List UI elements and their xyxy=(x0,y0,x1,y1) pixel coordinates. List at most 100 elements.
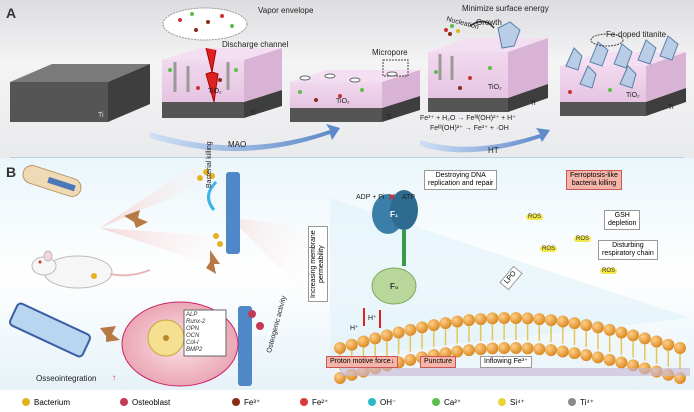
legend-swatch xyxy=(120,398,128,406)
rod-top xyxy=(226,172,240,254)
lipid-head-top xyxy=(509,312,522,325)
ht-arrow xyxy=(420,128,550,153)
lipid-head-top xyxy=(462,314,475,327)
label-micropore: Micropore xyxy=(372,48,408,57)
label-bacterial-killing: Bacterial killing xyxy=(206,141,213,188)
lipid-head-bottom xyxy=(498,342,511,355)
label-fe-doped-titanite: Fe-doped titanite xyxy=(606,30,667,39)
marker-list: ALP Runx-2 OPN OCN Col-I BMP2 xyxy=(186,312,205,354)
lipid-head-bottom xyxy=(591,351,604,364)
lipid-head-top xyxy=(416,321,429,334)
lipid-head-top xyxy=(334,342,346,354)
box-puncture: Puncture xyxy=(420,356,457,368)
label-ti-2: Ti xyxy=(386,114,392,121)
label-atp: ATP xyxy=(402,194,416,201)
box-gsh-depletion: GSH depletion xyxy=(604,210,641,230)
lipid-head-top xyxy=(357,335,370,348)
mao-arrow xyxy=(150,124,340,152)
lipid-head-bottom xyxy=(603,353,616,366)
lipid-head-bottom xyxy=(474,343,487,356)
label-mao: MAO xyxy=(228,140,247,149)
marker-alp: ALP xyxy=(186,312,198,318)
legend xyxy=(0,392,694,412)
box-proton-motive-force: Proton motive force↓ xyxy=(326,356,399,368)
marker-bmp2: BMP2 xyxy=(186,347,203,353)
icon-cross: ✕ xyxy=(388,192,396,202)
lipid-head-top xyxy=(615,326,628,339)
label-f0: F₀ xyxy=(390,282,399,291)
label-tio2-2: TiO₂ xyxy=(336,98,350,105)
lipid-head-top xyxy=(392,326,405,339)
lipid-head-top xyxy=(545,314,558,327)
osseointegration-up-arrow: ↑ xyxy=(112,373,116,382)
lipid-head-top xyxy=(556,315,569,328)
label-osseointegration: Osseointegration xyxy=(36,374,97,383)
legend-swatch xyxy=(568,398,576,406)
label-ti-4: Ti xyxy=(668,104,674,111)
atp-synthase xyxy=(371,190,418,305)
marker-ocn: OCN xyxy=(186,333,200,339)
legend-label: Si⁴⁺ xyxy=(510,398,525,407)
bone-implant xyxy=(22,165,82,197)
osteoblast-cell xyxy=(121,301,239,387)
lipid-head-top xyxy=(650,335,663,348)
label-ti-3: Ti xyxy=(530,100,536,107)
legend-swatch xyxy=(22,398,30,406)
label-discharge-channel: Discharge channel xyxy=(222,40,289,49)
label-adp-pi: ADP + Pi xyxy=(356,194,385,201)
label-ht: HT xyxy=(488,146,499,155)
panel-a-letter: A xyxy=(6,5,17,21)
box-inflowing-fe: Inflowing Fe³⁺ xyxy=(480,356,532,368)
lipid-head-bottom xyxy=(580,349,593,362)
lipid-head-top xyxy=(404,323,417,336)
label-tio2-4: TiO₂ xyxy=(626,92,640,99)
label-tio2-3: TiO₂ xyxy=(488,84,502,91)
lipid-head-top xyxy=(521,312,534,325)
bacterial-membrane xyxy=(334,312,690,384)
label-ti-1: Ti xyxy=(250,110,256,117)
arrow-brown-3 xyxy=(206,250,220,274)
lipid-head-top xyxy=(533,313,546,326)
lipid-head-bottom xyxy=(533,343,546,356)
lipid-head-bottom xyxy=(521,342,534,355)
label-minimize-surface-energy: Minimize surface energy xyxy=(462,4,549,13)
box-destroying-dna: Destroying DNA replication and repair xyxy=(424,170,498,190)
lipid-head-bottom xyxy=(462,344,475,357)
ht-block xyxy=(428,20,548,112)
box-disturbing-chain: Disturbing respiratory chain xyxy=(598,240,658,260)
lipid-head-top xyxy=(591,321,604,334)
arrow-bacterial-killing xyxy=(207,180,218,211)
lipid-head-top xyxy=(345,338,358,351)
marker-opn: OPN xyxy=(186,326,200,332)
legend-label: Fe³⁺ xyxy=(244,398,261,407)
box-increasing-permeability: Increasing membrane permeability xyxy=(308,226,328,302)
equation-1: Fe³⁺ + H₂O → Feᴵᴵᴵ(OH)²⁺ + H⁺ xyxy=(420,115,516,122)
label-vapor-envelope: Vapor envelope xyxy=(258,6,314,15)
lipid-head-top xyxy=(580,319,593,332)
lipid-head-top xyxy=(451,315,464,328)
lipid-head-top xyxy=(627,329,640,342)
arrow-brown-2 xyxy=(100,326,120,342)
lipid-head-top xyxy=(380,329,393,342)
lipid-head-top xyxy=(674,342,686,354)
legend-label: OH⁻ xyxy=(380,398,397,407)
lipid-head-top xyxy=(603,323,616,336)
panel-b-drawing xyxy=(8,165,690,387)
ti-substrate-block xyxy=(10,64,150,122)
marker-runx2: Runx-2 xyxy=(186,319,206,325)
label-f1: F₁ xyxy=(390,210,399,219)
lipid-head-bottom xyxy=(404,353,417,366)
lipid-head-bottom xyxy=(556,345,569,358)
equation-2: Feᴵᴵᴵ(OH)²⁺ → Fe³⁺ + ·OH xyxy=(430,125,509,132)
legend-swatch xyxy=(432,398,440,406)
porous-implant xyxy=(8,302,92,358)
lipid-head-bottom xyxy=(451,345,464,358)
marker-col1: Col-I xyxy=(186,340,199,346)
legend-label: Ca²⁺ xyxy=(444,398,462,407)
lipid-head-bottom xyxy=(568,347,581,360)
panel-a-drawing xyxy=(10,7,686,158)
lipid-head-top xyxy=(662,338,675,351)
rat xyxy=(31,250,151,289)
lipid-head-bottom xyxy=(486,342,499,355)
